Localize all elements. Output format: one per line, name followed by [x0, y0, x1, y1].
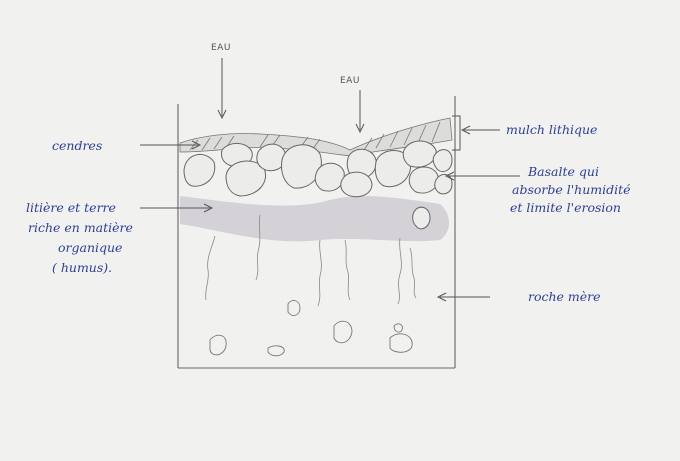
- label-litiere-line4: ( humus).: [52, 260, 112, 275]
- label-litiere-line2: riche en matière: [28, 220, 133, 235]
- label-roche-mere: roche mère: [528, 289, 601, 304]
- water-label-left: EAU: [211, 43, 231, 53]
- label-basalte-line3: et limite l'erosion: [510, 200, 621, 215]
- label-litiere-line1: litière et terre: [26, 200, 116, 215]
- label-cendres: cendres: [52, 138, 102, 153]
- label-basalte-line1: Basalte qui: [527, 164, 599, 179]
- water-label-right: EAU: [340, 76, 360, 86]
- label-litiere-line3: organique: [58, 240, 122, 255]
- label-mulch-lithique: mulch lithique: [506, 122, 597, 137]
- label-basalte-line2: absorbe l'humidité: [512, 182, 631, 197]
